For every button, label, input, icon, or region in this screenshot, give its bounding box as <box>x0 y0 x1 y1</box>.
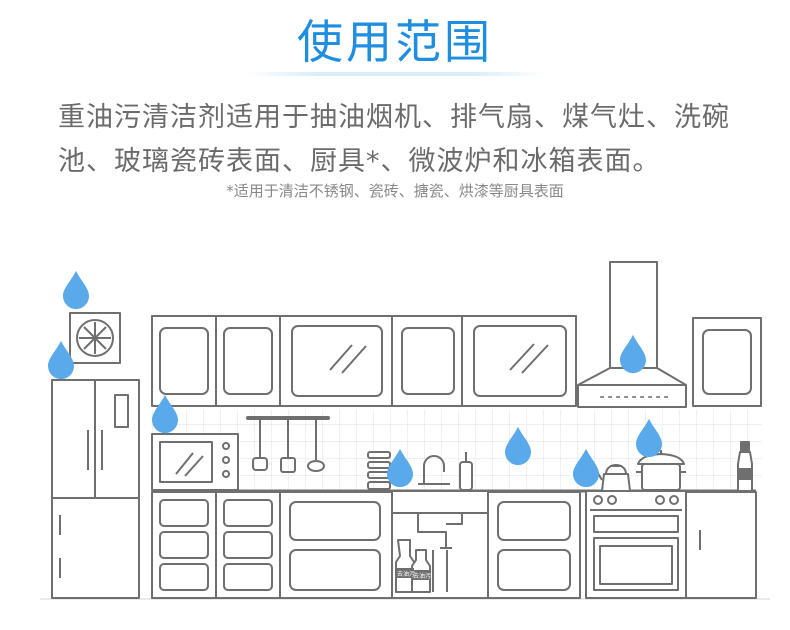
cleaner-bottles <box>395 539 431 593</box>
exhaust-fan <box>69 312 121 364</box>
location-pin-icon <box>63 270 89 310</box>
utensil-rack <box>246 416 330 473</box>
bottle-label-right: 去油污 <box>413 572 431 580</box>
bottle-label-left: 去油污 <box>397 570 415 578</box>
cooking-pot <box>636 450 686 491</box>
usage-description: 重油污清洁剂适用于抽油烟机、排气扇、煤气灶、洗碗池、玻璃瓷砖表面、厨具*、微波炉… <box>58 102 730 177</box>
refrigerator <box>51 379 140 599</box>
microwave <box>151 433 239 491</box>
soap-dispenser <box>459 452 473 491</box>
upper-cabinets <box>151 315 762 407</box>
sink <box>391 455 489 592</box>
page-title: 使用范围 <box>297 15 493 69</box>
lower-cabinets <box>151 491 757 599</box>
range-hood <box>577 261 687 408</box>
title-underline <box>245 72 545 76</box>
gas-stove <box>585 490 687 599</box>
usage-footnote: *适用于清洁不锈钢、瓷砖、搪瓷、烘漆等厨具表面 <box>226 182 564 200</box>
kettle <box>595 464 631 492</box>
oil-bottle <box>737 441 753 492</box>
